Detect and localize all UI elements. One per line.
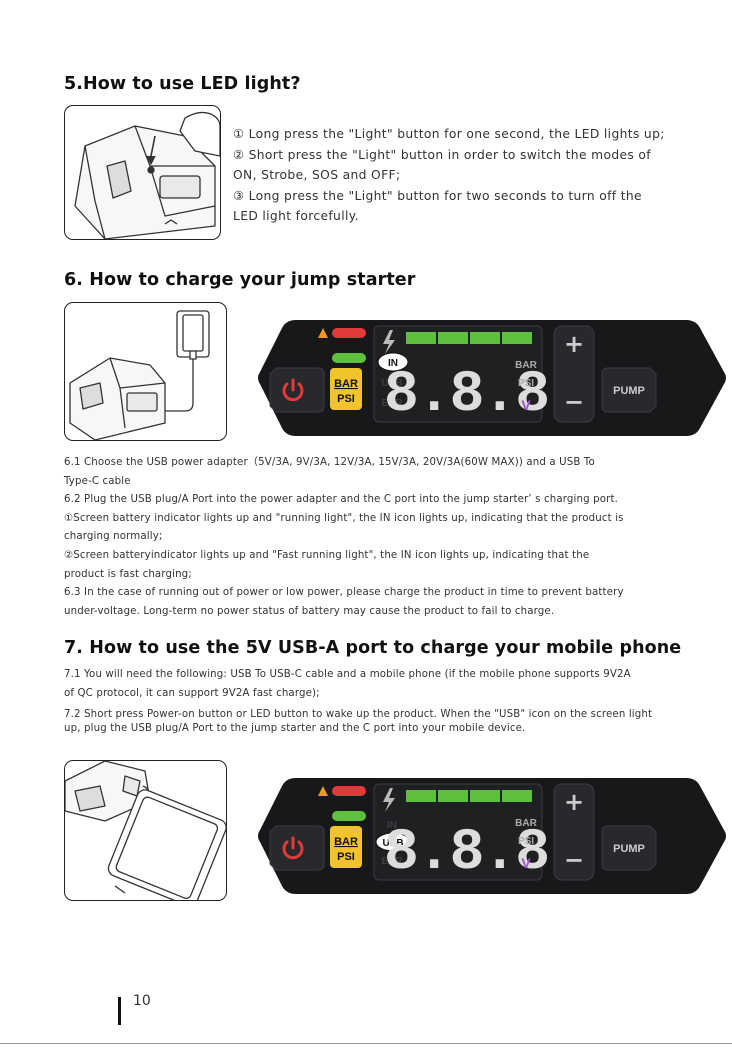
- section7-instructions: 7.1 You will need the following: USB To …: [64, 666, 631, 703]
- usb-highlight: [375, 832, 411, 852]
- warning-icon: [318, 786, 328, 796]
- section6-line: charging normally;: [64, 531, 163, 543]
- section6-title: 6. How to charge your jump starter: [64, 270, 416, 290]
- section6-line: 6.3 In the case of running out of power …: [64, 587, 624, 599]
- jump-starter-press-drawing: [74, 111, 220, 239]
- page-number-bar: [118, 997, 121, 1025]
- red-indicator: [332, 328, 366, 338]
- section5-line: ③ Long press the "Light" button for two …: [233, 188, 642, 203]
- section5-title: 5.How to use LED light?: [64, 74, 301, 94]
- green-indicator: [332, 353, 366, 363]
- section6-line: Type-C cable: [64, 475, 131, 487]
- battery-segment: [406, 790, 436, 802]
- section6-instructions: 6.1 Choose the USB power adapter（5V/3A, …: [64, 454, 624, 621]
- section6-line: 6.2 Plug the USB plug/A Port into the po…: [64, 494, 618, 506]
- phone-charging-illustration: [64, 760, 227, 901]
- warning-icon: [318, 328, 328, 338]
- battery-segment: [470, 790, 500, 802]
- bar-psi-button-bar: BAR: [334, 378, 358, 390]
- bar-unit: BAR: [515, 818, 537, 829]
- section7-instructions-2: 7.2 Short press Power-on button or LED b…: [64, 708, 652, 736]
- section6-line: product is fast charging;: [64, 568, 192, 580]
- in-label: IN: [387, 820, 397, 831]
- battery-segment: [502, 790, 532, 802]
- section5-line: ① Long press the "Light" button for one …: [233, 127, 665, 141]
- section6-line: under-voltage. Long-term no power status…: [64, 605, 555, 617]
- display-panel-usb: BAR PSI IN USB ERR 8.8.8 BAR PSI V + − P…: [258, 778, 726, 894]
- pump-label: PUMP: [613, 385, 645, 397]
- section5-line: LED light forcefully.: [233, 209, 359, 223]
- bar-psi-button-psi: PSI: [337, 851, 355, 863]
- led-light-illustration: [64, 105, 221, 240]
- section5-line: ② Short press the "Light" button in orde…: [233, 147, 651, 162]
- page-number: 10: [133, 993, 151, 1009]
- screen: [373, 783, 543, 881]
- power-button[interactable]: [269, 825, 325, 871]
- section5-line: ON, Strobe, SOS and OFF;: [233, 168, 401, 182]
- minus-button[interactable]: −: [564, 388, 584, 416]
- pump-label: PUMP: [613, 843, 645, 855]
- volt-unit: V: [521, 397, 531, 413]
- seven-segment-digits: 8.8.8: [384, 821, 548, 886]
- section7-line: of QC protocol, it can support 9V2A fast…: [64, 687, 320, 699]
- in-highlight: [377, 352, 409, 372]
- psi-unit: PSI: [518, 378, 534, 389]
- battery-segment: [470, 332, 500, 344]
- section6-line: ②Screen batteryindicator lights up and "…: [64, 549, 590, 561]
- battery-segment: [502, 332, 532, 344]
- psi-unit: PSI: [518, 836, 534, 847]
- plus-button[interactable]: +: [564, 788, 584, 816]
- section6-line: ①Screen battery indicator lights up and …: [64, 512, 624, 524]
- red-indicator: [332, 786, 366, 796]
- battery-segment: [438, 332, 468, 344]
- volt-unit: V: [521, 855, 531, 871]
- display-panel-charging: BAR PSI IN USB ERR 8.8.8 BAR PSI V + − P…: [258, 320, 726, 436]
- lightning-icon: [383, 788, 395, 812]
- power-icon: [282, 378, 304, 402]
- power-button[interactable]: [269, 367, 325, 413]
- bar-psi-button-psi: PSI: [337, 393, 355, 405]
- bar-psi-button[interactable]: [330, 368, 362, 410]
- err-label: ERR: [381, 856, 403, 867]
- green-indicator: [332, 811, 366, 821]
- charging-illustration: [64, 302, 227, 441]
- battery-segment: [438, 790, 468, 802]
- err-label: ERR: [381, 398, 403, 409]
- bottom-divider: [0, 1043, 732, 1044]
- power-icon: [282, 836, 304, 860]
- in-label: IN: [388, 358, 398, 369]
- section5-instructions: ① Long press the "Light" button for one …: [233, 124, 665, 227]
- bar-psi-button-bar: BAR: [334, 836, 358, 848]
- jump-starter-charging-drawing: [69, 310, 210, 440]
- section7-line: 7.2 Short press Power-on button or LED b…: [64, 709, 653, 720]
- section6-line: 6.1 Choose the USB power adapter（5V/3A, …: [64, 457, 595, 468]
- section7-line: 7.1 You will need the following: USB To …: [64, 669, 631, 680]
- section7-title: 7. How to use the 5V USB-A port to charg…: [64, 638, 682, 658]
- usb-label: USB: [382, 838, 403, 849]
- section7-line: up, plug the USB plug/A Port to the jump…: [64, 723, 526, 734]
- plus-button[interactable]: +: [564, 330, 584, 358]
- screen: [373, 325, 543, 423]
- pump-button[interactable]: [601, 367, 657, 413]
- bar-unit: BAR: [515, 360, 537, 371]
- usb-label: USB: [381, 378, 402, 389]
- seven-segment-digits: 8.8.8: [384, 363, 548, 428]
- bar-psi-button[interactable]: [330, 826, 362, 868]
- battery-segment: [406, 332, 436, 344]
- adjust-buttons: [553, 783, 595, 881]
- jump-starter-phone-drawing: [65, 761, 226, 900]
- pump-button[interactable]: [601, 825, 657, 871]
- adjust-buttons: [553, 325, 595, 423]
- minus-button[interactable]: −: [564, 846, 584, 874]
- lightning-icon: [383, 330, 395, 354]
